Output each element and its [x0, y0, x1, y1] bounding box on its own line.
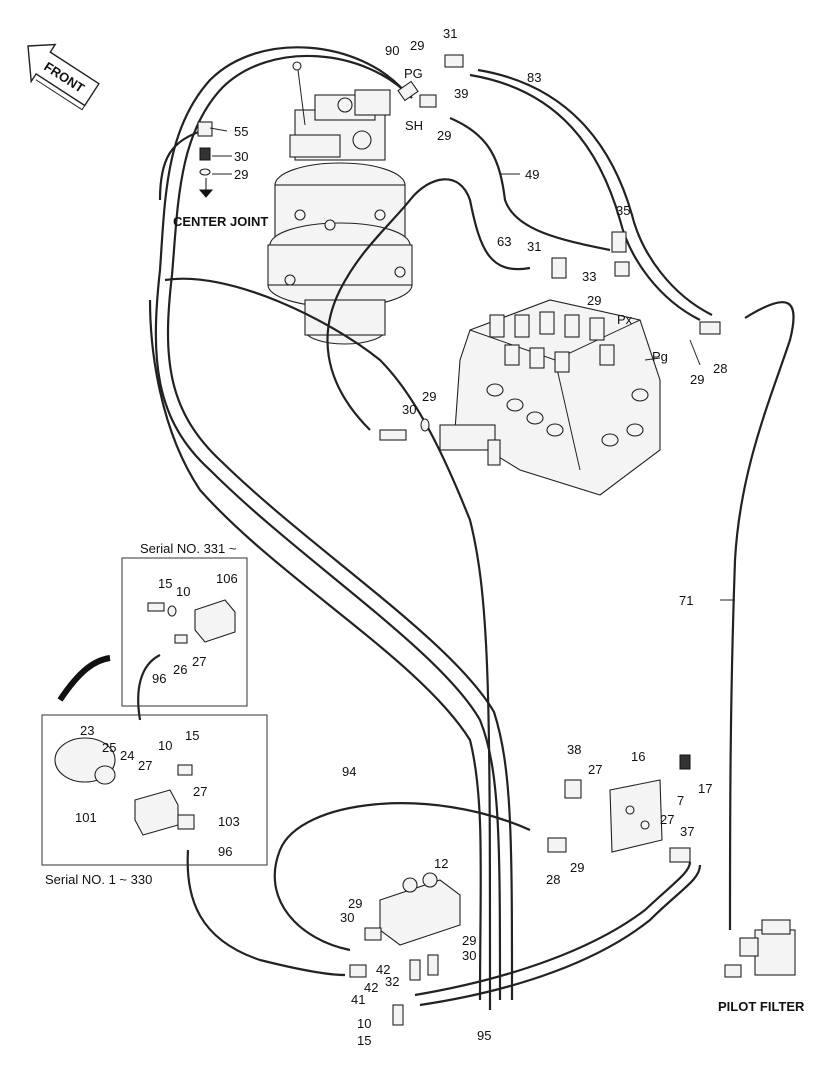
callout: 32: [385, 974, 399, 989]
callout: 41: [351, 992, 365, 1007]
callout: 30: [340, 910, 354, 925]
callout: 83: [527, 70, 541, 85]
callout: 27: [138, 758, 152, 773]
pilot-filter-label: PILOT FILTER: [718, 999, 805, 1014]
callout: 30: [234, 149, 248, 164]
callout: 96: [152, 671, 166, 686]
callout: 26: [173, 662, 187, 677]
callout: 29: [422, 389, 436, 404]
callout: 29: [587, 293, 601, 308]
callout: 38: [567, 742, 581, 757]
callout: 24: [120, 748, 134, 763]
front-arrow: FRONT: [27, 43, 100, 111]
callout: 94: [342, 764, 356, 779]
hoses: [137, 46, 795, 1011]
callout: 15: [158, 576, 172, 591]
callout: 103: [218, 814, 240, 829]
leader-lines: [209, 127, 735, 601]
callout: 33: [582, 269, 596, 284]
callout: 30: [402, 402, 416, 417]
callout: 29: [348, 896, 362, 911]
swing-motor: [267, 61, 413, 345]
callout: 71: [679, 593, 693, 608]
callout: 29: [690, 372, 704, 387]
callout: 16: [631, 749, 645, 764]
callout: 10: [357, 1016, 371, 1031]
serial-old-label: Serial NO. 1 ~ 330: [45, 872, 152, 887]
callout: 27: [192, 654, 206, 669]
callout: 25: [102, 740, 116, 755]
fittings: [197, 54, 796, 1026]
callout: 28: [546, 872, 560, 887]
callout: 101: [75, 810, 97, 825]
callouts: 31 90 29 39 29 83 55 30 29 49 35 63 31 3…: [75, 26, 727, 1048]
callout: 15: [357, 1033, 371, 1048]
center-joint-label: CENTER JOINT: [173, 214, 268, 229]
callout: 30: [462, 948, 476, 963]
callout: 42: [376, 962, 390, 977]
inset-old: [41, 655, 268, 866]
callout: 42: [364, 980, 378, 995]
port-pg-top: PG: [404, 66, 423, 81]
control-valve: [439, 299, 661, 496]
callout: 12: [434, 856, 448, 871]
callout: 63: [497, 234, 511, 249]
callout: 29: [570, 860, 584, 875]
callout: 29: [462, 933, 476, 948]
callout: 7: [677, 793, 684, 808]
callout: 95: [477, 1028, 491, 1043]
callout: 17: [698, 781, 712, 796]
callout: 35: [616, 203, 630, 218]
port-sh: SH: [405, 118, 423, 133]
callout: 27: [193, 784, 207, 799]
callout: 15: [185, 728, 199, 743]
callout: 23: [80, 723, 94, 738]
callout: 37: [680, 824, 694, 839]
callout: 29: [410, 38, 424, 53]
serial-new-label: Serial NO. 331 ~: [140, 541, 237, 556]
port-pg-valve: Pg: [652, 349, 668, 364]
callout: 90: [385, 43, 399, 58]
callout: 27: [660, 812, 674, 827]
callout: 31: [527, 239, 541, 254]
inset-new: [121, 557, 248, 707]
center-joint-arrow: [198, 178, 214, 198]
callout: 28: [713, 361, 727, 376]
callout: 10: [176, 584, 190, 599]
callout: 55: [234, 124, 248, 139]
callout: 29: [437, 128, 451, 143]
callout: 39: [454, 86, 468, 101]
port-px: Px: [617, 312, 633, 327]
callout: 96: [218, 844, 232, 859]
callout: 31: [443, 26, 457, 41]
callout: 106: [216, 571, 238, 586]
callout: 29: [234, 167, 248, 182]
callout: 27: [588, 762, 602, 777]
callout: 49: [525, 167, 539, 182]
callout: 10: [158, 738, 172, 753]
